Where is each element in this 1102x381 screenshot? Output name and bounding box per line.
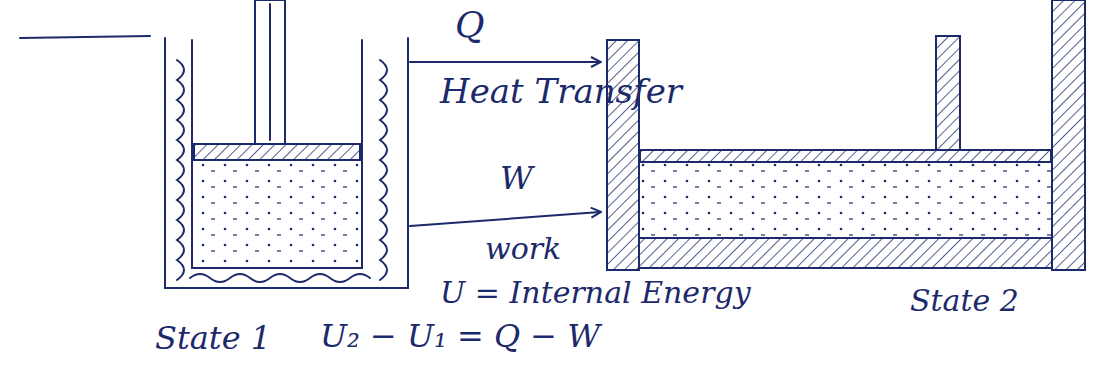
definition-note: U = Internal Energy bbox=[440, 276, 751, 311]
energy-equation: U₂ − U₁ = Q − W bbox=[320, 318, 600, 355]
state-label: State 2 bbox=[910, 284, 1019, 319]
state-label: State 1 bbox=[155, 320, 271, 357]
work-symbol: W bbox=[500, 160, 533, 197]
work-label: work bbox=[485, 232, 561, 267]
heat-label: Heat Transfer bbox=[440, 72, 682, 111]
heat-symbol: Q bbox=[455, 4, 485, 45]
